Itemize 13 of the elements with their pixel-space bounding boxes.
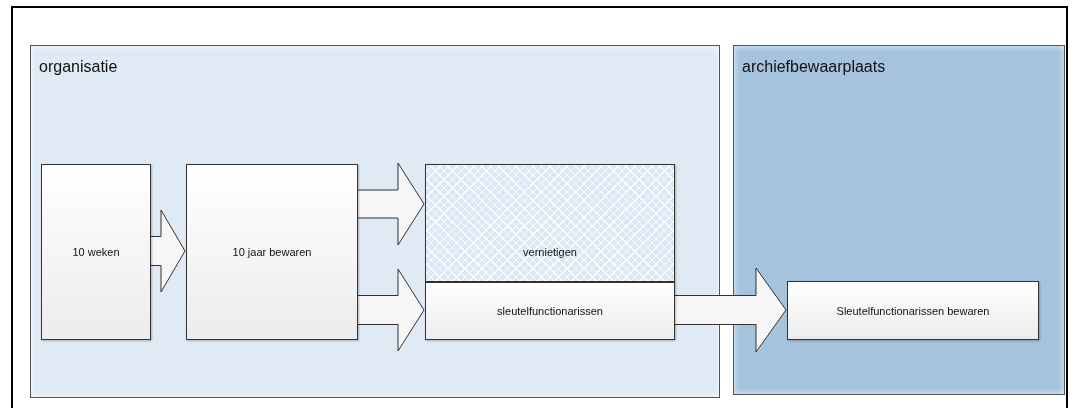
block-arrow	[149, 209, 186, 293]
block-arrow	[356, 268, 425, 352]
container-label: organisatie	[39, 58, 118, 76]
container-label: archiefbewaarplaats	[742, 58, 886, 76]
block-arrow	[673, 267, 787, 353]
container-box	[733, 45, 1065, 395]
process-box: 10 jaar bewaren	[186, 164, 358, 340]
container-box	[30, 45, 720, 398]
process-box: sleutelfunctionarissen	[425, 282, 675, 340]
block-arrow	[356, 162, 425, 246]
process-box: 10 weken	[41, 164, 151, 340]
process-box: vernietigen	[425, 164, 675, 282]
process-box: Sleutelfunctionarissen bewaren	[787, 281, 1039, 340]
